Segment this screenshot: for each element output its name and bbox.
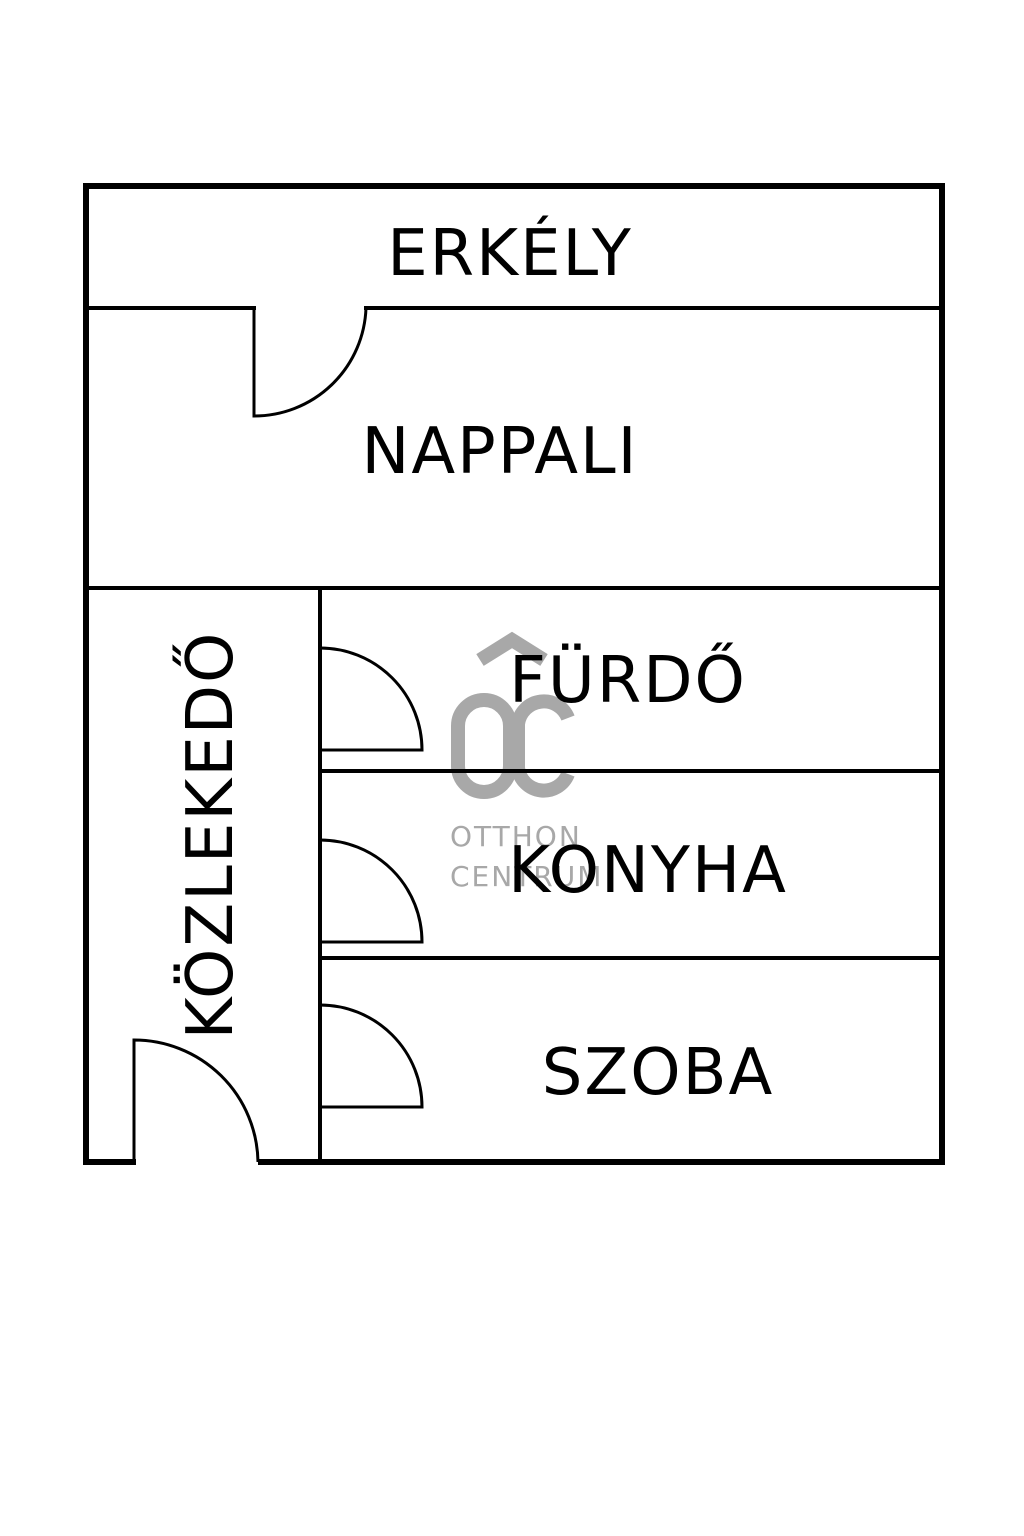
door-bathroom (319, 646, 424, 752)
door-balcony (252, 307, 368, 418)
logo-text-line1: OTTHON (450, 820, 582, 853)
logo-text-line2: CENTRUM (450, 860, 603, 893)
logo-roof (476, 631, 548, 666)
door-entrance (132, 1038, 260, 1163)
label-konyha: KONYHA (508, 834, 788, 908)
label-szoba: SZOBA (542, 1036, 775, 1110)
entrance-gap-mask (136, 1156, 258, 1168)
label-nappali: NAPPALI (361, 415, 638, 489)
door-room (319, 1003, 424, 1109)
door-kitchen (319, 838, 424, 944)
label-kozlekedo: KÖZLEKEDŐ (172, 631, 248, 1040)
label-erkely: ERKÉLY (387, 215, 633, 291)
logo-letter-c (511, 694, 575, 798)
outer-wall (83, 183, 945, 1165)
watermark-logo: OTTHON CENTRUM (450, 631, 603, 893)
label-furdo: FÜRDŐ (509, 642, 747, 718)
logo-letter-o (451, 693, 517, 799)
